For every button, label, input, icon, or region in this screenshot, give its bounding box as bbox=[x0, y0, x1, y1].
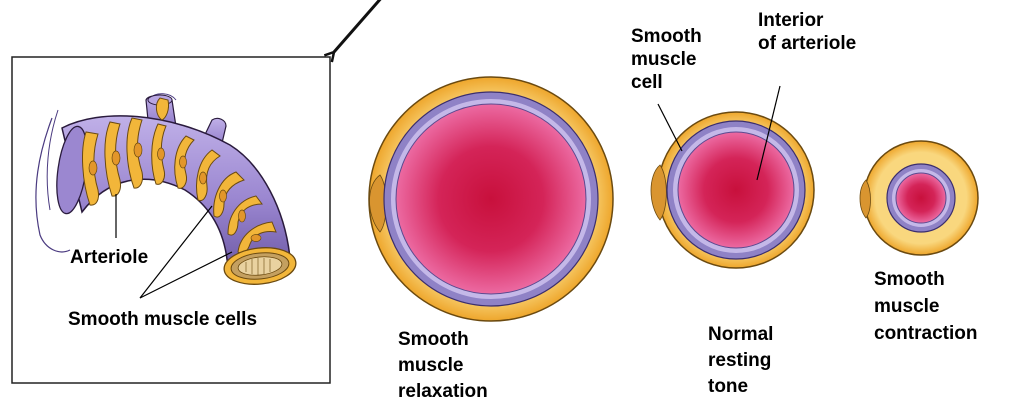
cross-section-relaxation bbox=[369, 77, 613, 321]
label-smooth-muscle-cells: Smooth muscle cells bbox=[68, 308, 257, 331]
label-smooth-muscle-cell: Smooth muscle cell bbox=[631, 25, 702, 94]
label-contraction: Smooth muscle contraction bbox=[874, 266, 977, 347]
pointer-arrow bbox=[334, 0, 383, 52]
label-interior-of-arteriole: Interior of arteriole bbox=[758, 9, 856, 55]
leader-smooth-muscle-cell bbox=[658, 104, 682, 151]
cross-section-normal bbox=[651, 112, 814, 268]
cross-section-contraction bbox=[860, 141, 978, 255]
label-relaxation: Smooth muscle relaxation bbox=[398, 327, 488, 405]
label-normal-resting-tone: Normal resting tone bbox=[708, 322, 773, 400]
label-arteriole: Arteriole bbox=[70, 246, 148, 269]
